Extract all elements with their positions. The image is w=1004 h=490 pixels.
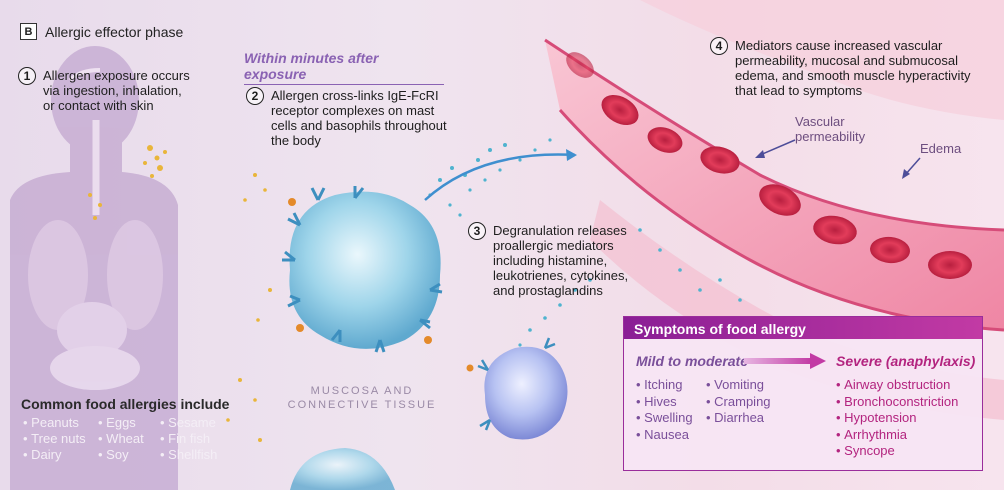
step-4-line: permeability, mucosal and submucosal: [735, 53, 959, 68]
symptom-item: Swelling: [636, 410, 692, 427]
severe-heading: Severe (anaphylaxis): [836, 353, 976, 369]
step-4-line: edema, and smooth muscle hyperactivity: [735, 68, 971, 83]
mild-symptoms-col2: Vomiting Cramping Diarrhea: [706, 377, 771, 427]
symptom-item: Hives: [636, 394, 693, 411]
food-item: Peanuts: [23, 415, 98, 430]
step-1-number: 1: [18, 67, 36, 85]
step-2-line: cells and basophils throughout: [271, 118, 447, 133]
step-3-number: 3: [468, 222, 486, 240]
symptom-item: Syncope: [836, 443, 958, 460]
step-2-line: Allergen cross-links IgE-FcRI: [271, 88, 439, 103]
edema-label: Edema: [920, 141, 962, 156]
within-minutes-heading: Within minutes after exposure: [244, 50, 444, 85]
step-1-line: via ingestion, inhalation,: [43, 83, 182, 98]
symptom-item: Bronchoconstriction: [836, 394, 958, 411]
step-4-line: Mediators cause increased vascular: [735, 38, 943, 53]
food-item: Tree nuts: [23, 431, 98, 446]
symptom-item: Diarrhea: [706, 410, 771, 427]
step-2: 2 Allergen cross-links IgE-FcRI receptor…: [246, 87, 447, 148]
step-1-line: or contact with skin: [43, 98, 154, 113]
mediator-arrow: [424, 153, 576, 201]
mild-symptoms-col1: Itching Hives Swelling Nausea: [636, 377, 693, 444]
symptom-item: Hypotension: [836, 410, 958, 427]
step-4-line: that lead to symptoms: [735, 83, 863, 98]
step-3-line: including histamine,: [493, 253, 608, 268]
step-3-line: proallergic mediators: [493, 238, 614, 253]
step-1: 1 Allergen exposure occurs via ingestion…: [18, 67, 190, 113]
food-item: Sesame: [160, 415, 240, 430]
tissue-label-line: MUSCOSA AND: [310, 385, 414, 397]
step-3-line: and prostaglandins: [493, 283, 603, 298]
symptom-item: Arrhythmia: [836, 427, 958, 444]
vascular-label-line: permeability: [795, 129, 866, 144]
step-3-line: leukotrienes, cytokines,: [493, 268, 629, 283]
tissue-label: MUSCOSA AND CONNECTIVE TISSUE: [282, 384, 442, 412]
symptom-item: Nausea: [636, 427, 693, 444]
symptoms-box: Symptoms of food allergy Mild to moderat…: [623, 316, 983, 471]
partial-cell: [290, 448, 395, 490]
step-4-number: 4: [710, 37, 728, 55]
internal-organs: [28, 68, 163, 390]
food-allergies-list: Peanuts Eggs Sesame Tree nuts Wheat Fin …: [23, 415, 240, 462]
vascular-label-line: Vascular: [795, 114, 845, 129]
panel-title: Allergic effector phase: [45, 23, 184, 40]
mediator-particles: [428, 138, 742, 347]
symptom-item: Cramping: [706, 394, 770, 411]
tissue-label-line: CONNECTIVE TISSUE: [287, 399, 437, 411]
food-item: Dairy: [23, 447, 98, 462]
step-3: 3 Degranulation releases proallergic med…: [468, 222, 629, 298]
food-item: Soy: [98, 447, 160, 462]
symptom-item: Itching: [636, 377, 693, 394]
basophil: [466, 337, 568, 440]
panel-header: B Allergic effector phase: [20, 23, 183, 40]
food-item: Fin fish: [160, 431, 240, 446]
food-item: Wheat: [98, 431, 160, 446]
food-allergies-title: Common food allergies include: [21, 396, 230, 412]
step-3-line: Degranulation releases: [493, 223, 627, 238]
mild-heading: Mild to moderate: [636, 353, 749, 369]
food-item: Eggs: [98, 415, 160, 430]
mast-cell: [282, 186, 443, 353]
symptom-item: Vomiting: [706, 377, 771, 394]
panel-badge: B: [20, 23, 37, 40]
red-blood-cells: [566, 52, 972, 279]
allergen-particles: [88, 145, 272, 442]
vascular-permeability-label: Vascular permeability: [795, 114, 865, 144]
step-2-number: 2: [246, 87, 264, 105]
food-item: Shellfish: [160, 447, 240, 462]
step-4: 4 Mediators cause increased vascular per…: [710, 37, 971, 98]
step-2-line: the body: [271, 133, 321, 148]
step-2-line: receptor complexes on mast: [271, 103, 435, 118]
severe-symptoms: Airway obstruction Bronchoconstriction H…: [836, 377, 958, 460]
step-1-line: Allergen exposure occurs: [43, 68, 190, 83]
severity-arrow-icon: [744, 353, 826, 369]
symptoms-title: Symptoms of food allergy: [624, 317, 982, 339]
symptom-item: Airway obstruction: [836, 377, 958, 394]
